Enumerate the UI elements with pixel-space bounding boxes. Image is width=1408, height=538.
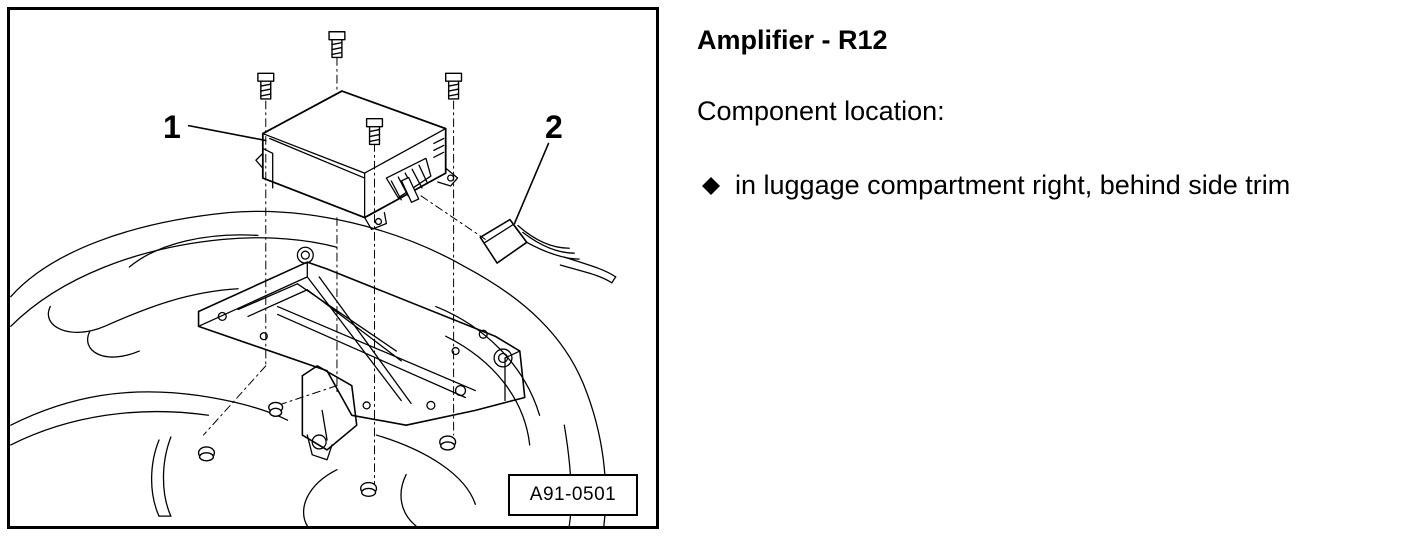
list-item: in luggage compartment right, behind sid… <box>697 170 1290 201</box>
location-detail: in luggage compartment right, behind sid… <box>735 170 1291 200</box>
diamond-bullet-icon <box>702 176 720 195</box>
amplifier-installation-drawing <box>10 31 617 526</box>
callout-1: 1 <box>163 109 181 145</box>
figure-frame: 1 2 A91-0501 <box>7 7 659 529</box>
location-label: Component location: <box>697 96 945 126</box>
figure-reference-label: A91-0501 <box>508 474 638 516</box>
component-heading: Amplifier - R12 <box>697 25 888 55</box>
callout-2: 2 <box>545 109 563 145</box>
